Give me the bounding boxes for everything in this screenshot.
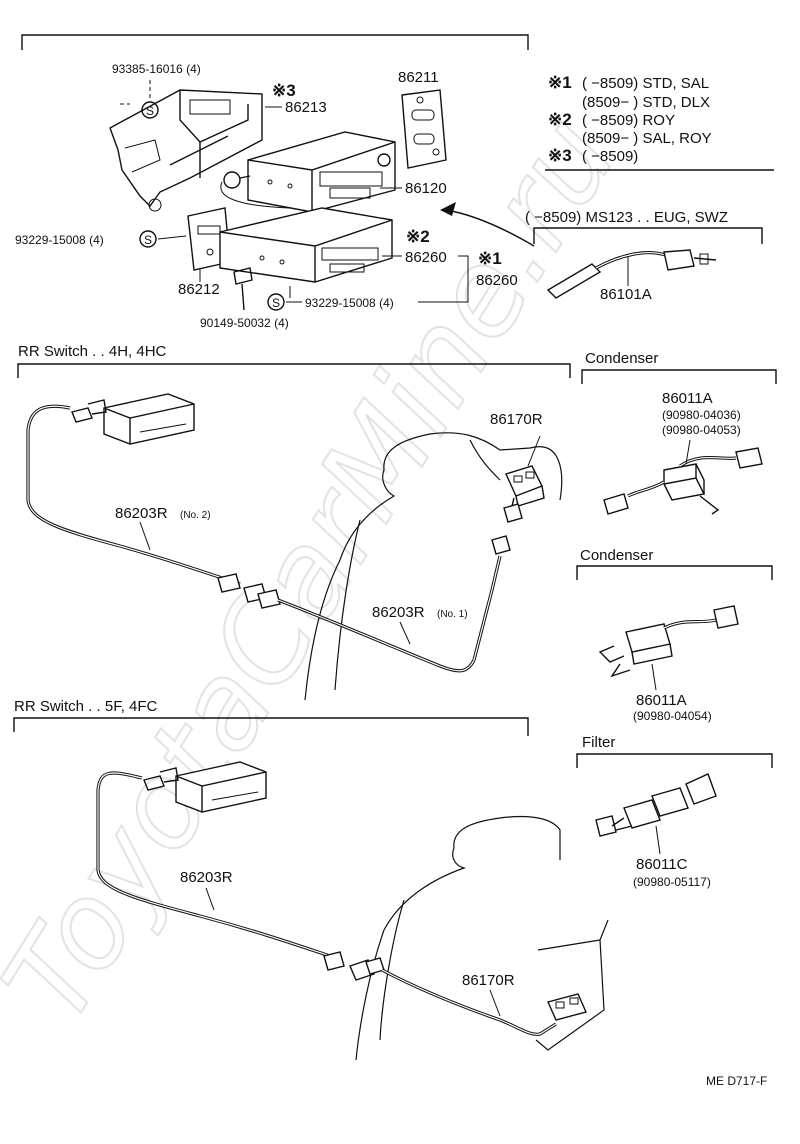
mark-2-upper: ※2 — [406, 227, 430, 246]
condenser-1-drawing — [603, 447, 763, 515]
section-title-filter: Filter — [582, 734, 615, 751]
side-bracket-86211-drawing — [401, 89, 447, 169]
label-86260-b: 86260 — [476, 272, 518, 289]
note-2a-mark: ※2 — [548, 110, 572, 129]
washer-symbol-left: S — [139, 230, 157, 248]
section-bracket-condenser-2 — [576, 565, 773, 580]
note-2a-text: ( −8509) ROY — [582, 112, 675, 129]
note-1a-text: ( −8509) STD, SAL — [582, 75, 709, 92]
label-86101A: 86101A — [600, 286, 652, 303]
leader-86170R-upper — [527, 435, 541, 467]
condenser-1-alt1: (90980-04036) — [662, 408, 741, 422]
filter-alt1: (90980-05117) — [633, 875, 711, 889]
leader-86203R-no2 — [139, 521, 151, 551]
label-no2: (No. 2) — [180, 510, 211, 521]
note-2b-text: (8509− ) SAL, ROY — [582, 130, 712, 147]
filter-part: 86011C — [636, 856, 688, 873]
antenna-lead — [220, 181, 291, 209]
svg-text:S: S — [146, 104, 154, 118]
condenser-2-part: 86011A — [636, 692, 687, 709]
section-bracket-rr-4h — [17, 363, 571, 378]
note-3a-mark: ※3 — [548, 146, 572, 165]
antenna-bracket — [533, 227, 763, 244]
leader-93229-left — [157, 235, 187, 240]
section-title-rr-5f: RR Switch . . 5F, 4FC — [14, 698, 158, 715]
svg-text:S: S — [144, 233, 152, 247]
leader-86203R-lower — [205, 887, 215, 911]
connector-rr4h-mid — [217, 573, 281, 609]
top-section-bracket — [21, 34, 529, 50]
antenna-note: ( −8509) MS123 . . EUG, SWZ — [525, 209, 728, 226]
radio-rr5f-drawing — [143, 761, 267, 813]
section-title-condenser-2: Condenser — [580, 547, 653, 564]
label-86203R-lower: 86203R — [180, 869, 233, 886]
switch-86170R-upper-drawing — [505, 465, 545, 507]
washer-symbol-bottom: S — [267, 293, 285, 311]
label-86203R-no2: 86203R — [115, 505, 168, 522]
label-90149-50032: 90149-50032 (4) — [200, 316, 289, 330]
leader-86203R-no1 — [399, 621, 411, 645]
label-86120: 86120 — [405, 180, 447, 197]
label-86170R-upper: 86170R — [490, 411, 543, 428]
leader-93229-bottom — [286, 286, 302, 303]
leader-86170R-lower — [489, 989, 501, 1017]
arrow-to-radio — [440, 202, 535, 247]
label-93229-15008-left: 93229-15008 (4) — [15, 233, 104, 247]
note-1b-text: (8509− ) STD, DLX — [582, 94, 710, 111]
connector-rr5f-mid — [323, 951, 385, 981]
rear-seat-outline-lower — [355, 815, 609, 1061]
condenser-1-alt2: (90980-04053) — [662, 423, 741, 437]
antenna-cable-86101A-drawing — [546, 249, 717, 299]
mark-1-upper: ※1 — [478, 249, 502, 268]
radio-rr4h-drawing — [71, 393, 195, 445]
label-86170R-lower: 86170R — [462, 972, 515, 989]
label-93385-16016: 93385-16016 (4) — [112, 62, 201, 76]
footer-code: ME D717-F — [706, 1074, 767, 1088]
label-86211: 86211 — [398, 69, 439, 86]
leader-condenser-2 — [651, 663, 657, 691]
leader-86260-b — [418, 255, 469, 303]
section-bracket-rr-5f — [13, 717, 529, 736]
bracket-86213-drawing — [109, 89, 263, 212]
mark-3-upper: ※3 — [272, 81, 296, 100]
radio-unit-86120-drawing — [223, 131, 396, 213]
switch-86170R-lower-drawing — [547, 993, 587, 1021]
section-bracket-filter — [576, 753, 773, 768]
connector-rr4h-right — [491, 497, 523, 555]
section-bracket-condenser-1 — [581, 369, 777, 384]
label-93229-15008-bottom: 93229-15008 (4) — [305, 296, 394, 310]
condenser-1-part: 86011A — [662, 390, 713, 407]
filter-drawing — [595, 773, 717, 837]
note-1a-mark: ※1 — [548, 73, 572, 92]
note-3a-text: ( −8509) — [582, 148, 638, 165]
rear-seat-outline-upper — [304, 432, 563, 701]
label-86212: 86212 — [178, 281, 220, 298]
condenser-2-alt1: (90980-04054) — [633, 709, 712, 723]
leader-condenser-1 — [685, 439, 691, 465]
radio-unit-86260-drawing — [219, 207, 393, 283]
label-86260-a: 86260 — [405, 249, 447, 266]
label-86203R-no1: 86203R — [372, 604, 425, 621]
washer-symbol-top: S — [120, 80, 159, 119]
label-no1: (No. 1) — [437, 609, 468, 620]
bolt-90149-drawing — [233, 267, 253, 311]
section-title-rr-4h: RR Switch . . 4H, 4HC — [18, 343, 167, 360]
notes-block: ※1 ( −8509) STD, SAL (8509− ) STD, DLX ※… — [545, 73, 774, 171]
section-title-condenser-1: Condenser — [585, 350, 658, 367]
label-86213: 86213 — [285, 99, 327, 116]
condenser-2-drawing — [598, 605, 739, 678]
svg-text:S: S — [272, 296, 280, 310]
leader-filter — [655, 825, 661, 855]
